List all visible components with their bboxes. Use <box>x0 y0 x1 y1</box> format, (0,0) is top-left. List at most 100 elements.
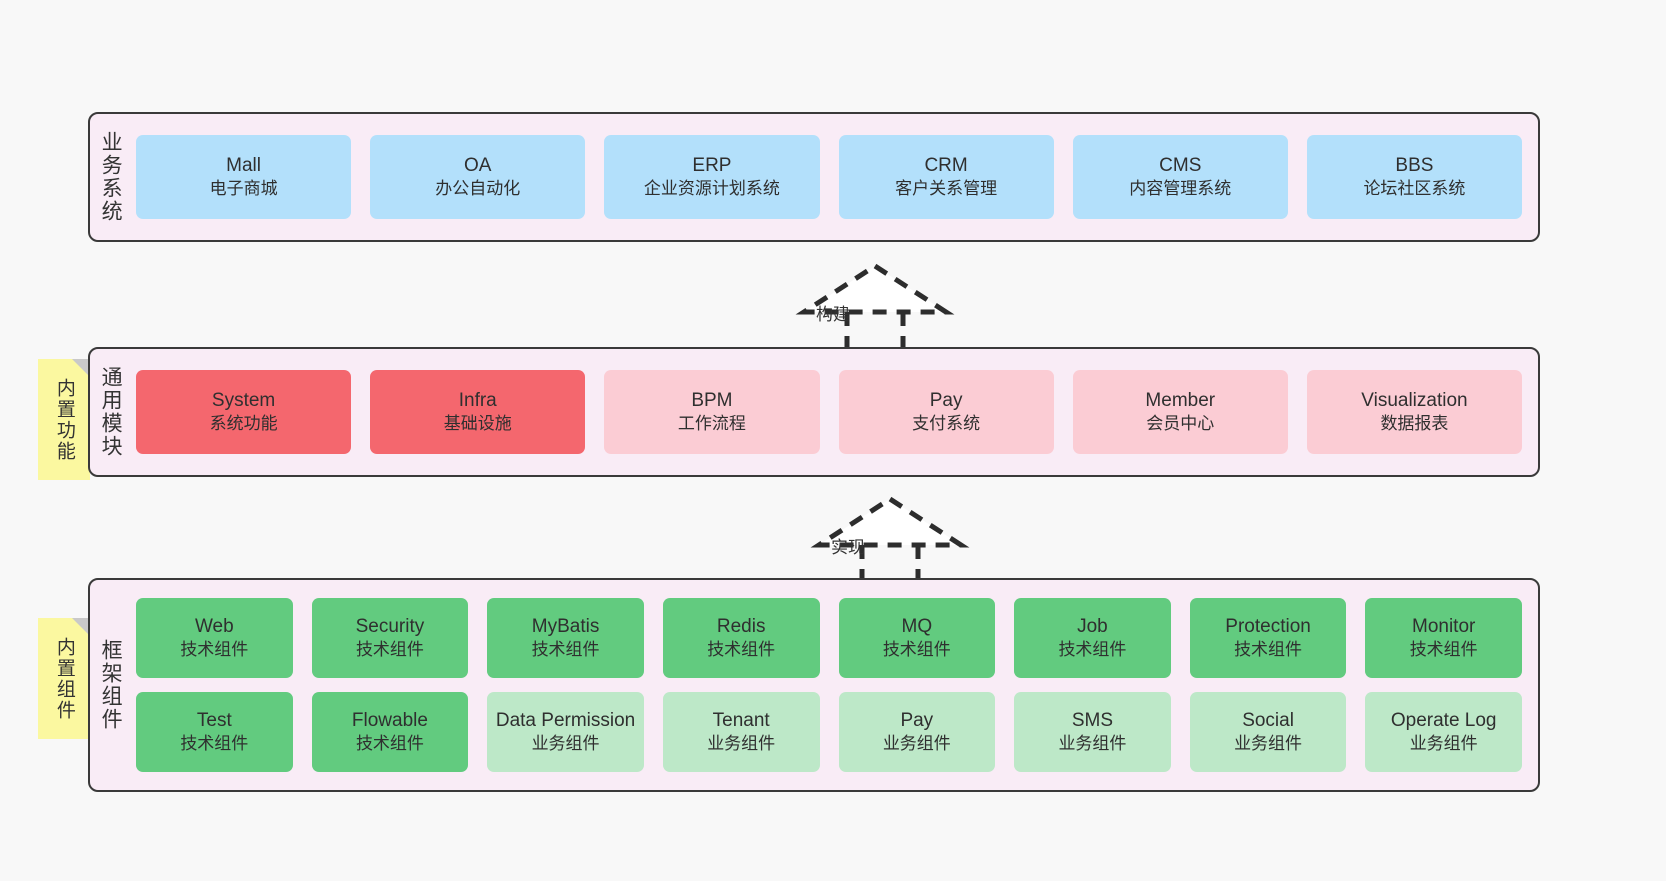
connector-implement: 实现 <box>810 495 970 587</box>
node-subtitle: 业务组件 <box>1234 734 1303 754</box>
note-fold-corner-icon <box>72 618 90 636</box>
node-title: SMS <box>1071 709 1114 731</box>
node-crm[interactable]: CRM 客户关系管理 <box>838 135 1054 219</box>
node-title: Redis <box>716 615 766 637</box>
node-title: Tenant <box>712 709 770 731</box>
node-title: BBS <box>1395 154 1434 176</box>
layer-common-boxes: System 系统功能 Infra 基础设施 BPM 工作流程 Pay 支付系统… <box>130 349 1538 475</box>
node-pay-component[interactable]: Pay 业务组件 <box>838 692 996 772</box>
node-title: MQ <box>901 615 933 637</box>
node-monitor[interactable]: Monitor 技术组件 <box>1365 598 1522 678</box>
node-subtitle: 业务组件 <box>1058 734 1127 754</box>
node-erp[interactable]: ERP 企业资源计划系统 <box>604 135 820 219</box>
node-subtitle: 客户关系管理 <box>895 179 998 199</box>
node-subtitle: 技术组件 <box>355 734 424 754</box>
layer-common-module: 通用模块 System 系统功能 Infra 基础设施 BPM 工作流程 Pay… <box>88 347 1540 477</box>
node-subtitle: 办公自动化 <box>435 179 521 199</box>
layer-business-system: 业务系统 Mall 电子商城 OA 办公自动化 ERP 企业资源计划系统 CRM… <box>88 112 1540 242</box>
layer-framework-components: 框架组件 Web 技术组件 Security 技术组件 MyBatis 技术组件… <box>88 578 1540 792</box>
node-web[interactable]: Web 技术组件 <box>136 598 293 678</box>
node-test[interactable]: Test 技术组件 <box>136 692 293 772</box>
node-subtitle: 业务组件 <box>1409 734 1478 754</box>
node-operate-log[interactable]: Operate Log 业务组件 <box>1365 692 1522 772</box>
node-title: Job <box>1077 615 1108 637</box>
node-subtitle: 电子商城 <box>209 179 278 199</box>
node-mq[interactable]: MQ 技术组件 <box>838 598 996 678</box>
node-data-permission[interactable]: Data Permission 业务组件 <box>487 692 644 772</box>
node-subtitle: 技术组件 <box>531 640 600 660</box>
layer-framework-boxes: Web 技术组件 Security 技术组件 MyBatis 技术组件 Redi… <box>130 580 1538 790</box>
note-fold-corner-icon <box>72 359 90 377</box>
node-protection[interactable]: Protection 技术组件 <box>1189 598 1347 678</box>
node-subtitle: 会员中心 <box>1146 414 1215 434</box>
node-subtitle: 内容管理系统 <box>1129 179 1232 199</box>
layer-title-framework-components: 框架组件 <box>99 639 123 731</box>
node-title: Member <box>1145 389 1216 411</box>
node-infra[interactable]: Infra 基础设施 <box>370 370 586 454</box>
node-title: Pay <box>929 389 963 411</box>
node-title: System <box>211 389 276 411</box>
layer-title-common-module: 通用模块 <box>99 366 123 458</box>
node-subtitle: 企业资源计划系统 <box>643 179 780 199</box>
note-built-in-features: 内置功能 <box>38 359 90 480</box>
node-subtitle: 技术组件 <box>707 640 776 660</box>
node-title: Visualization <box>1361 389 1468 411</box>
node-system[interactable]: System 系统功能 <box>136 370 352 454</box>
node-subtitle: 业务组件 <box>707 734 776 754</box>
node-title: BPM <box>691 389 733 411</box>
node-title: Protection <box>1225 615 1311 637</box>
node-subtitle: 技术组件 <box>882 640 951 660</box>
connector-implement-label: 实现 <box>831 538 865 557</box>
node-title: Infra <box>458 389 497 411</box>
node-pay-module[interactable]: Pay 支付系统 <box>838 370 1054 454</box>
node-title: CMS <box>1159 154 1202 176</box>
node-social[interactable]: Social 业务组件 <box>1189 692 1347 772</box>
node-title: Mall <box>226 154 261 176</box>
node-flowable[interactable]: Flowable 技术组件 <box>311 692 469 772</box>
connector-build: 构建 <box>795 262 955 359</box>
node-sms[interactable]: SMS 业务组件 <box>1014 692 1171 772</box>
node-visualization[interactable]: Visualization 数据报表 <box>1306 370 1523 454</box>
node-mybatis[interactable]: MyBatis 技术组件 <box>487 598 644 678</box>
connector-build-label: 构建 <box>816 305 850 324</box>
arrowhead-triangle <box>795 263 955 315</box>
node-subtitle: 技术组件 <box>1058 640 1127 660</box>
node-cms[interactable]: CMS 内容管理系统 <box>1072 135 1288 219</box>
node-title: Flowable <box>351 709 428 731</box>
node-row: Web 技术组件 Security 技术组件 MyBatis 技术组件 Redi… <box>136 598 1522 678</box>
node-subtitle: 技术组件 <box>1409 640 1478 660</box>
node-security[interactable]: Security 技术组件 <box>311 598 469 678</box>
node-redis[interactable]: Redis 技术组件 <box>662 598 820 678</box>
node-subtitle: 业务组件 <box>882 734 951 754</box>
note-built-in-components-text: 内置组件 <box>53 636 75 721</box>
node-subtitle: 业务组件 <box>531 734 600 754</box>
layer-business-boxes: Mall 电子商城 OA 办公自动化 ERP 企业资源计划系统 CRM 客户关系… <box>130 114 1538 240</box>
node-title: ERP <box>692 154 732 176</box>
node-subtitle: 系统功能 <box>209 414 278 434</box>
node-bpm[interactable]: BPM 工作流程 <box>604 370 820 454</box>
node-subtitle: 技术组件 <box>180 640 249 660</box>
node-subtitle: 基础设施 <box>443 414 512 434</box>
node-subtitle: 论坛社区系统 <box>1363 179 1466 199</box>
node-subtitle: 技术组件 <box>180 734 249 754</box>
node-row: Test 技术组件 Flowable 技术组件 Data Permission … <box>136 692 1522 772</box>
node-subtitle: 支付系统 <box>912 414 981 434</box>
arrowhead-triangle <box>810 496 970 548</box>
node-subtitle: 数据报表 <box>1380 414 1449 434</box>
node-bbs[interactable]: BBS 论坛社区系统 <box>1306 135 1523 219</box>
node-title: Pay <box>900 709 934 731</box>
node-title: OA <box>464 154 492 176</box>
node-title: MyBatis <box>531 615 600 637</box>
node-oa[interactable]: OA 办公自动化 <box>370 135 586 219</box>
node-title: Web <box>194 615 234 637</box>
note-built-in-components: 内置组件 <box>38 618 90 739</box>
node-subtitle: 技术组件 <box>355 640 424 660</box>
node-tenant[interactable]: Tenant 业务组件 <box>662 692 820 772</box>
node-mall[interactable]: Mall 电子商城 <box>136 135 352 219</box>
node-job[interactable]: Job 技术组件 <box>1014 598 1171 678</box>
node-row: Mall 电子商城 OA 办公自动化 ERP 企业资源计划系统 CRM 客户关系… <box>136 135 1523 219</box>
node-title: CRM <box>924 154 968 176</box>
node-title: Operate Log <box>1390 709 1497 731</box>
node-member[interactable]: Member 会员中心 <box>1072 370 1288 454</box>
